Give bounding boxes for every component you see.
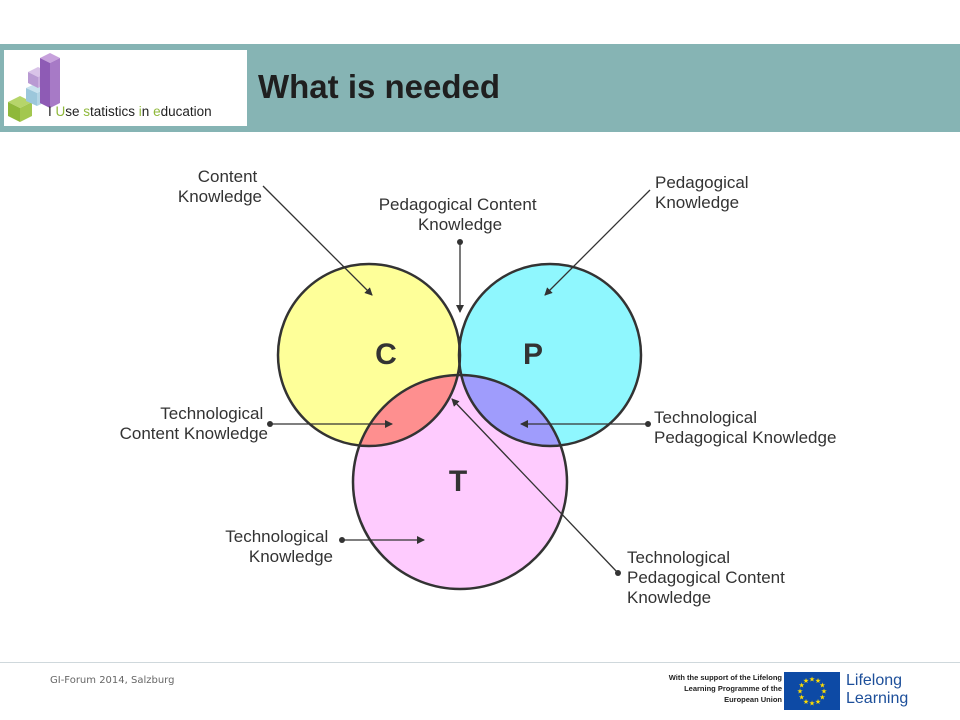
pedagogical-circle-outline	[457, 262, 643, 448]
label-pedagogical-content-knowledge: Pedagogical Content Knowledge	[379, 195, 542, 234]
circle-letter-p: P	[523, 338, 543, 371]
label-technological-knowledge: Technological Knowledge	[225, 527, 333, 566]
label-tpck: Technological Pedagogical Content Knowle…	[627, 548, 790, 607]
svg-text:★: ★	[809, 676, 815, 684]
svg-text:★: ★	[815, 677, 821, 685]
lifelong-learning-logo: Lifelong Learning	[846, 672, 909, 707]
svg-text:★: ★	[803, 698, 809, 706]
circle-letter-t: T	[449, 465, 467, 498]
svg-text:★: ★	[819, 694, 825, 702]
label-technological-pedagogical-knowledge: Technological Pedagogical Knowledge	[654, 408, 836, 447]
logo-cubes-icon	[8, 53, 60, 122]
tck-region	[353, 375, 460, 446]
svg-text:★: ★	[809, 700, 815, 708]
label-content-knowledge: Content Knowledge	[178, 167, 262, 206]
tpk-region	[459, 375, 567, 446]
technological-circle-outline	[351, 373, 569, 591]
eu-support-text: With the support of the Lifelong Learnin…	[668, 673, 782, 704]
arrow-content-knowledge	[262, 185, 373, 296]
label-pedagogical-knowledge: Pedagogical Knowledge	[655, 173, 753, 212]
svg-text:★: ★	[797, 688, 803, 696]
arrow-tpck	[451, 398, 619, 574]
logo: I Use statistics in education	[4, 50, 247, 126]
page-title: What is needed	[258, 68, 501, 105]
label-technological-content-knowledge: Technological Content Knowledge	[120, 404, 268, 443]
footer-event-text: GI-Forum 2014, Salzburg	[50, 675, 175, 686]
svg-text:★: ★	[803, 677, 809, 685]
circle-letter-c: C	[375, 338, 397, 371]
footer-divider	[0, 662, 960, 663]
eu-flag-icon: ★★★★★★★★★★★★	[784, 672, 840, 710]
svg-text:★: ★	[798, 694, 804, 702]
svg-text:★: ★	[819, 682, 825, 690]
svg-text:★: ★	[815, 698, 821, 706]
svg-text:★: ★	[821, 688, 827, 696]
arrow-pedagogical-knowledge	[544, 189, 651, 296]
logo-text: I Use statistics in education	[48, 104, 212, 119]
svg-text:★: ★	[798, 682, 804, 690]
